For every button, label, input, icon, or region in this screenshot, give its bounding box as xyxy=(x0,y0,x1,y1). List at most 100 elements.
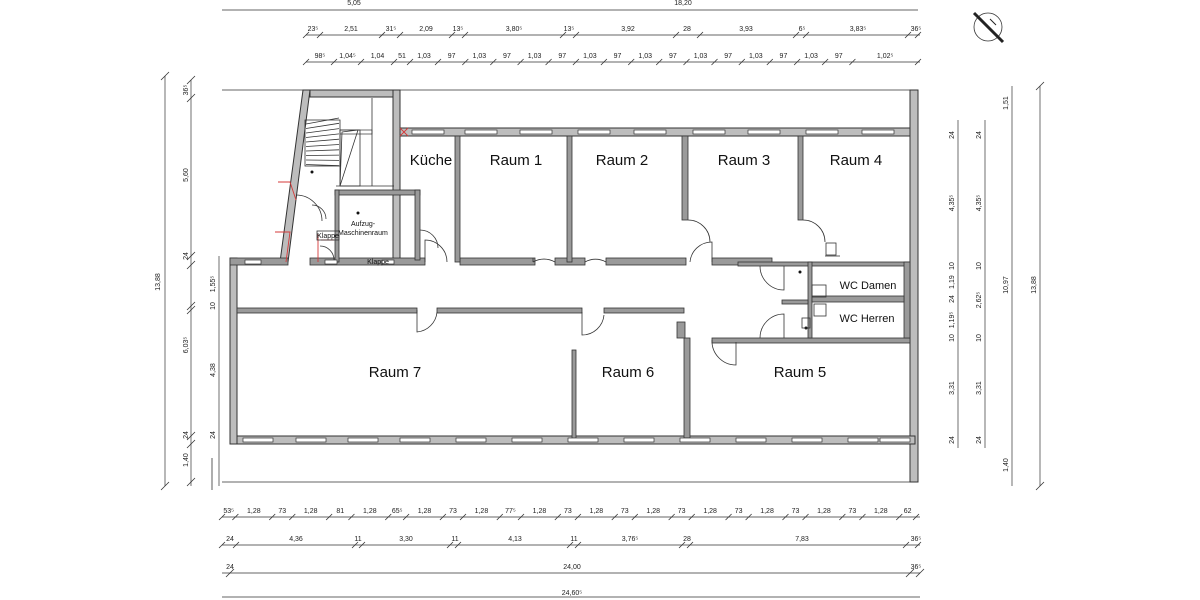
dimension-tick xyxy=(186,260,196,270)
stair-step xyxy=(305,117,340,125)
dimension-tick xyxy=(348,513,355,521)
dimension-tick xyxy=(446,541,454,549)
window xyxy=(244,259,262,265)
dim-bot-r1-22: 73 xyxy=(849,508,857,515)
dim-bot-r2-1: 4,36 xyxy=(289,536,303,543)
door-swings xyxy=(295,194,826,366)
dim-right-b-5: 3,31 xyxy=(976,381,983,395)
dimension-tick xyxy=(462,58,469,66)
dim-top-r2-3: 51 xyxy=(398,53,406,60)
dimension-tick xyxy=(545,58,552,66)
dim-left-5: 6,03⁵ xyxy=(183,337,190,354)
dim-top-r2-4: 1,03 xyxy=(417,53,431,60)
window xyxy=(347,437,379,443)
dimension-tick xyxy=(517,513,525,521)
dim-bot-r2-0: 24 xyxy=(226,536,234,543)
window xyxy=(791,437,823,443)
dimension-tick xyxy=(600,58,608,66)
stair-step xyxy=(305,138,340,143)
dim-right-d: 13,88 xyxy=(1031,276,1038,294)
dimension-tick xyxy=(434,58,442,66)
window xyxy=(399,437,431,443)
dimension-tick xyxy=(572,58,580,66)
dimension-tick xyxy=(378,31,386,39)
window xyxy=(242,437,274,443)
dim-left-7: 1,40 xyxy=(183,453,190,467)
dim-top-r1-11: 3,83⁵ xyxy=(850,26,867,33)
stair-step xyxy=(305,144,340,147)
dim-right-b-0: 24 xyxy=(976,131,983,139)
room-label-aufzug-1: Aufzug- xyxy=(351,221,376,228)
dim-top-r2-17: 97 xyxy=(780,53,788,60)
room-label-raum-5: Raum 5 xyxy=(774,364,827,381)
dim-top-r2-19: 97 xyxy=(835,53,843,60)
dimension-tick xyxy=(821,58,829,66)
dim-left-0: 36⁵ xyxy=(183,85,190,96)
dim-bot-r1-0: 53⁵ xyxy=(223,508,234,515)
dim-right-a-6: 10 xyxy=(949,334,956,342)
stair-step xyxy=(305,128,340,134)
stair-step xyxy=(305,164,340,167)
dim-right-a-5: 1,19⁵ xyxy=(949,312,956,329)
dimension-tick xyxy=(218,541,226,549)
dim-right-b-1: 4,35⁵ xyxy=(976,195,983,212)
dim-top-r1-5: 3,80⁵ xyxy=(506,26,523,33)
room-label-raum-1: Raum 1 xyxy=(490,152,543,169)
dimension-tick xyxy=(566,541,574,549)
dimension-tick xyxy=(302,31,310,39)
dim-top-r1-1: 2,51 xyxy=(344,26,358,33)
dimension-tick xyxy=(316,31,324,39)
dim-bot-r3-2: 36⁵ xyxy=(911,564,922,571)
dim-top-r1-3: 2,09 xyxy=(419,26,433,33)
window xyxy=(324,259,338,265)
dim-bot-r2-8: 28 xyxy=(683,536,691,543)
dimension-tick xyxy=(631,513,639,521)
dimension-tick xyxy=(232,541,240,549)
dimension-tick xyxy=(904,31,912,39)
dim-bot-r1-15: 1,28 xyxy=(646,508,660,515)
dimension-tick xyxy=(766,58,774,66)
window xyxy=(623,437,655,443)
dim-bot-r1-8: 73 xyxy=(449,508,457,515)
dimension-tick xyxy=(859,513,866,521)
dimension-tick xyxy=(390,58,398,66)
room-label-aufzug-2: Maschinenraum xyxy=(338,230,388,237)
dim-bot-r1-7: 1,28 xyxy=(418,508,432,515)
dim-bot-r3-1: 24,00 xyxy=(563,564,581,571)
room-label-raum-6: Raum 6 xyxy=(602,364,655,381)
dim-right-c-1: 10,97 xyxy=(1003,276,1010,294)
window xyxy=(411,129,445,135)
dim-right-a-4: 24 xyxy=(949,295,956,303)
dim-top-r1-12: 36⁵ xyxy=(911,26,922,33)
room-label-wc-damen: WC Damen xyxy=(840,280,897,292)
dimension-tick xyxy=(302,58,310,66)
label-klappe-1: Klappe xyxy=(317,233,339,240)
dim-bot-r2-7: 3,76⁵ xyxy=(622,536,639,543)
dim-top-r1-8: 28 xyxy=(683,26,691,33)
dim-top-r2-15: 97 xyxy=(724,53,732,60)
dimension-tick xyxy=(406,58,414,66)
dimension-tick xyxy=(268,513,276,521)
dimension-tick xyxy=(839,513,846,521)
stair-step xyxy=(305,122,340,129)
dimension-tick xyxy=(357,58,365,66)
dimension-tick xyxy=(711,58,718,66)
dimension-tick xyxy=(459,513,467,521)
dim-top-r1-7: 3,92 xyxy=(621,26,635,33)
right-dimension-chains: 24 4,35⁵ 10 1,19 24 1,19⁵ 10 3,31 24 24 … xyxy=(949,81,1045,491)
dimension-tick xyxy=(574,541,582,549)
dimension-tick xyxy=(802,513,809,521)
dim-bot-r1-11: 1,28 xyxy=(533,508,547,515)
dim-left-3: 1,55⁵ xyxy=(210,276,217,293)
dim-bot-r1-9: 1,28 xyxy=(475,508,489,515)
dim-bot-r1-19: 1,28 xyxy=(760,508,774,515)
window xyxy=(747,129,781,135)
top-dimension-chains: 5,05 18,20 23⁵ 2,51 31⁵ 2,09 13⁵ 3,80⁵ 1… xyxy=(222,0,922,66)
dimension-tick xyxy=(186,431,196,441)
dimension-tick xyxy=(792,31,800,39)
dimension-tick xyxy=(289,513,296,521)
dimension-tick xyxy=(738,58,746,66)
dim-left2-0: 4,38 xyxy=(210,363,217,377)
dim-left-4: 10 xyxy=(210,302,217,310)
